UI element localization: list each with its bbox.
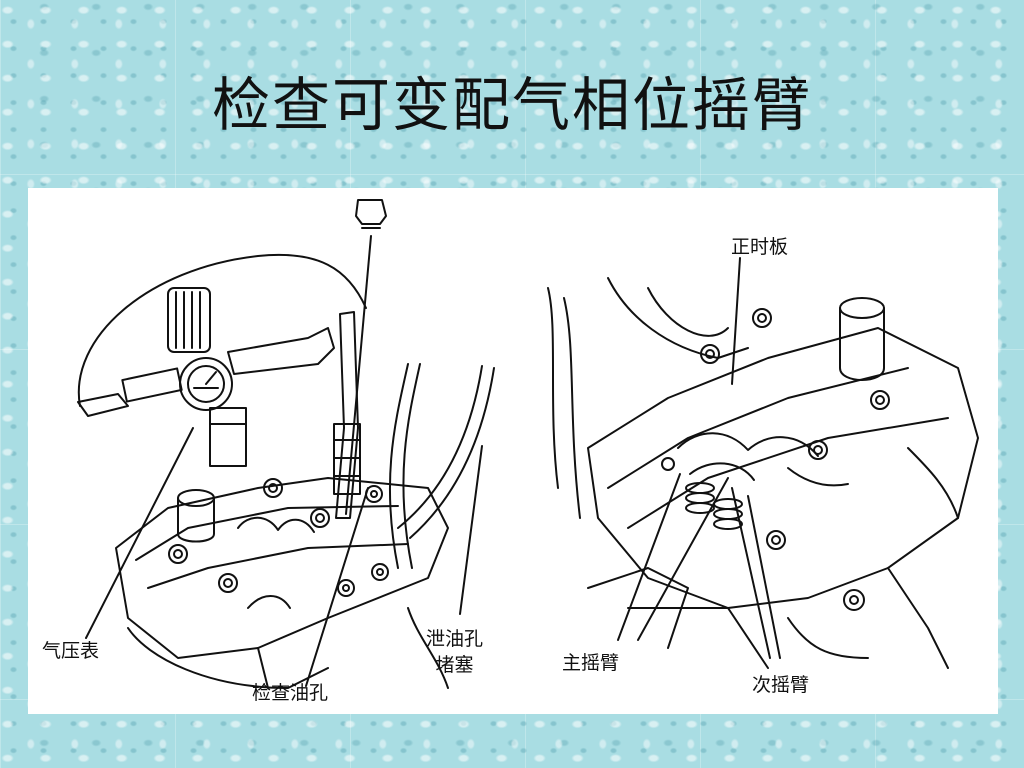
gauge-top-cylinder [167, 287, 211, 353]
label-drain-hole-line2: 堵塞 [435, 654, 474, 676]
spark-plug-tube [177, 497, 215, 543]
rocker-arm-main [677, 432, 819, 457]
coupler-right [227, 327, 335, 375]
hose-fitting-left [77, 393, 129, 417]
spark-plug-column [839, 307, 885, 381]
leader-gauge [85, 427, 194, 639]
housing-bolts [661, 308, 890, 611]
leader-primary-rocker [617, 473, 681, 641]
label-drain-hole-line1: 泄油孔 [426, 628, 484, 650]
label-inspection-oil-hole: 检查油孔 [252, 682, 329, 704]
tool-rod [345, 235, 372, 515]
slide-title: 检查可变配气相位摇臂 [211, 71, 812, 139]
label-timing-plate: 正时板 [731, 236, 789, 258]
cylinder-head [115, 477, 449, 659]
label-secondary-rocker-arm: 次摇臂 [752, 674, 810, 696]
engine-diagram [77, 199, 979, 689]
coupler-left [121, 367, 183, 403]
label-primary-rocker-arm: 主摇臂 [562, 652, 620, 674]
gauge-dial [179, 357, 233, 411]
leader-timing-plate [731, 257, 741, 385]
pipe-2 [397, 365, 483, 529]
leader-check-hole [305, 487, 369, 687]
head-bolts [168, 478, 389, 597]
tool-head [355, 199, 387, 225]
valve-springs [685, 482, 743, 530]
leader-drain-plug [459, 445, 483, 615]
label-drain-hole-plug: 泄油孔 堵塞 [426, 626, 483, 678]
gauge-lower-body [209, 407, 247, 467]
right-engine-drawing [547, 257, 979, 669]
figure-panel: 正时板 气压表 检查油孔 泄油孔 堵塞 主摇臂 次摇臂 [28, 188, 998, 714]
left-engine-drawing [77, 199, 495, 689]
air-hose [77, 253, 367, 407]
label-air-pressure-gauge: 气压表 [42, 640, 100, 662]
pipe-1 [388, 363, 409, 569]
vertical-tube [335, 311, 359, 519]
leader-secondary-rocker [731, 487, 771, 659]
